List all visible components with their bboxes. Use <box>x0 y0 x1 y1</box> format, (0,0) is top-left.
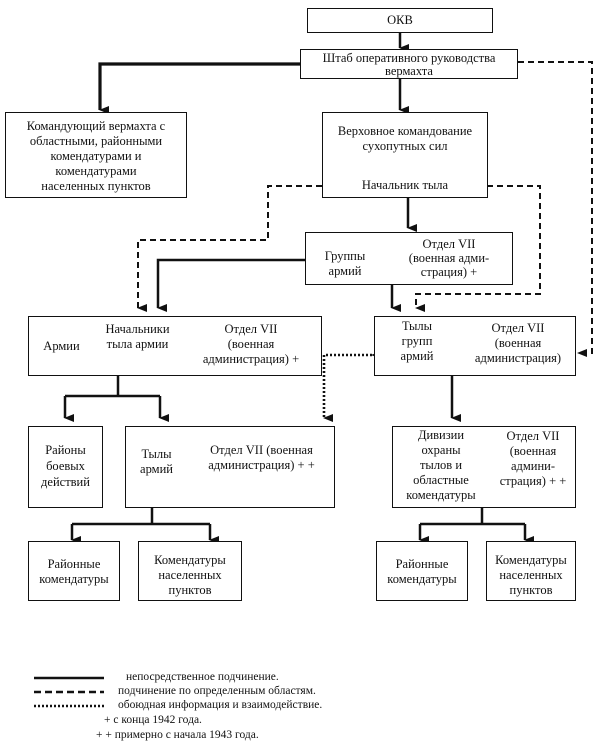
node-district-offices-right <box>376 541 468 601</box>
node-okh-line-2: сухопутных сил <box>362 139 448 153</box>
node-army-groups-line-2: армий <box>328 264 362 278</box>
node-settlement-right-line-2: населенных <box>499 568 563 582</box>
node-security-line-5: комендатуры <box>406 488 476 502</box>
node-okh-line-1: Верховное командование <box>337 124 473 138</box>
node-army-groups-line-1: Группы <box>324 249 366 263</box>
node-district-offices-left <box>28 541 120 601</box>
legend-solid-text: непосредственное подчинение. <box>126 671 279 683</box>
node-district-left-line-2: комендатуры <box>39 572 109 586</box>
legend-dashed-text: подчинение по определенным областям. <box>118 685 316 697</box>
node-dept7-ag-rear-line-1: Отдел VII <box>491 321 545 335</box>
node-dept7-armies-line-1: Отдел VII <box>224 322 278 336</box>
node-rear-chief-label: Начальник тыла <box>361 178 449 192</box>
node-commander-line-1: Командующий вермахта с <box>26 119 166 133</box>
node-settlement-offices-right <box>486 541 576 601</box>
node-armies-label: Армии <box>43 339 80 353</box>
node-dept7-security-line-1: Отдел VII <box>506 429 560 443</box>
node-okw-label: ОКВ <box>387 13 413 27</box>
node-combat-areas-line-3: действий <box>41 475 90 489</box>
line-dotted-interaction <box>322 351 381 422</box>
node-commander-line-5: населенных пунктов <box>41 179 151 193</box>
node-army-rear-chiefs-line-2: тыла армии <box>106 337 169 351</box>
node-commander <box>5 112 187 198</box>
node-settlement-left-line-1: Комендатуры <box>154 553 226 567</box>
node-dept7-army-rear-line-2: администрация) + + <box>208 458 315 472</box>
node-okw <box>307 8 493 33</box>
node-dept7-security-line-4: страция) + + <box>499 474 567 488</box>
node-staff-line-1: Штаб оперативного руководства <box>322 51 496 65</box>
node-settlement-left-line-3: пунктов <box>168 583 212 597</box>
node-settlement-right-line-1: Комендатуры <box>495 553 567 567</box>
node-security-line-3: тылов и <box>419 458 463 472</box>
line-ag-armies <box>156 258 305 312</box>
node-settlement-offices-left <box>138 541 242 601</box>
node-dept7-ag-line-3: страция) + <box>420 265 478 279</box>
node-ag-rear-line-2: групп <box>401 334 433 348</box>
node-army-groups <box>305 232 513 285</box>
line-rearchief-armyrear-dashed <box>137 185 322 312</box>
node-district-left-line-1: Районные <box>47 557 101 571</box>
node-dept7-armies-line-2: (военная <box>227 337 275 351</box>
node-district-right-line-1: Районные <box>395 557 449 571</box>
node-security-line-4: областные <box>413 473 469 487</box>
node-army-rear-line-2: армий <box>140 462 173 476</box>
node-armies <box>28 316 322 376</box>
node-dept7-armies-line-3: администрация) + <box>202 352 300 366</box>
node-staff-line-2: вермахта <box>385 64 433 78</box>
node-okh <box>322 112 488 198</box>
node-ag-rear-line-1: Тылы <box>401 319 433 333</box>
node-settlement-right-line-3: пунктов <box>509 583 553 597</box>
node-district-right-line-2: комендатуры <box>387 572 457 586</box>
node-security-line-1: Дивизии <box>417 428 465 442</box>
node-army-rear-line-1: Тылы <box>141 447 172 461</box>
node-dept7-security-line-3: админи- <box>510 459 556 473</box>
node-commander-line-4: комендатурами <box>55 164 137 178</box>
node-commander-line-2: областными, районными <box>29 134 163 148</box>
node-dept7-security-line-2: (военная <box>509 444 557 458</box>
node-security-divisions <box>392 426 576 508</box>
node-ag-rear-line-3: армий <box>400 349 434 363</box>
line-rearchief-agrear-dashed <box>415 185 541 312</box>
node-settlement-left-line-2: населенных <box>158 568 222 582</box>
node-dept7-ag-rear-line-3: администрация) <box>474 351 562 365</box>
legend-dotted-text: обоюдная информация и взаимодействие. <box>118 699 323 711</box>
node-dept7-ag-line-1: Отдел VII <box>422 237 476 251</box>
legend-plus-text: + с конца 1942 года. <box>104 714 202 726</box>
line-staff-commander <box>98 62 300 114</box>
line-staff-agrear-dashed <box>518 61 593 357</box>
node-combat-areas <box>28 426 103 508</box>
node-dept7-ag-line-2: (военная адми- <box>408 251 490 265</box>
node-army-rear-chiefs-line-1: Начальники <box>105 322 170 336</box>
node-ag-rear <box>374 316 576 376</box>
node-combat-areas-line-2: боевых <box>46 459 85 473</box>
node-dept7-ag-rear-line-2: (военная <box>494 336 542 350</box>
node-army-rear <box>125 426 335 508</box>
node-staff <box>300 49 518 79</box>
node-commander-line-3: комендатурами и <box>50 149 142 163</box>
node-security-line-2: охраны <box>421 443 461 457</box>
legend-plusplus-text: + + примерно с начала 1943 года. <box>96 729 259 741</box>
node-dept7-army-rear-line-1: Отдел VII (военная <box>210 443 313 457</box>
node-combat-areas-line-1: Районы <box>45 443 86 457</box>
